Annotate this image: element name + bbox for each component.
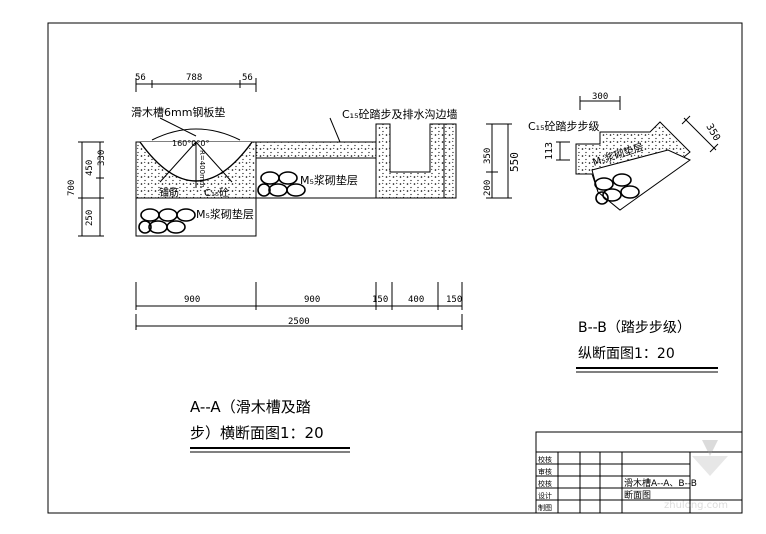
tb-row-label-5: 制图	[538, 503, 552, 512]
label-angles: 160°0°0°	[172, 139, 209, 148]
dim-900-b: 900	[304, 295, 320, 305]
bottom-dimensions: 900 900 150 400 150 2500	[135, 282, 463, 330]
dim-400: 400	[408, 295, 424, 305]
label-mortar-left: M₅浆砌垫层	[196, 207, 254, 221]
drain-channel	[375, 123, 445, 199]
aa-title-line1: A--A（滑木槽及踏	[190, 398, 311, 416]
bb-dim-300: 300	[592, 92, 608, 102]
dim-250: 250	[85, 210, 95, 226]
dim-150-a: 150	[372, 295, 388, 305]
right-dimensions: 200 350 550	[483, 123, 521, 199]
dim-550: 550	[508, 152, 521, 172]
stones-left	[138, 208, 196, 234]
label-plate: 滑木槽6mm钢板垫	[131, 105, 225, 119]
label-mortar-right: M₅浆砌垫层	[300, 173, 358, 187]
bb-dim-113: 113	[544, 142, 555, 160]
label-step-wall: C₁₅砼踏步及排水沟边墙	[342, 107, 458, 121]
tb-row-label-2: 审核	[538, 467, 552, 476]
label-radius: R=400mm	[198, 150, 206, 188]
tb-row-label-1: 校核	[538, 455, 552, 464]
dim-788: 788	[186, 73, 202, 83]
dim-56-left: 56	[135, 73, 146, 83]
dim-350: 350	[483, 148, 493, 164]
dim-450: 450	[85, 160, 95, 176]
mortar-layer-left	[135, 197, 257, 237]
bb-label-step: C₁₅砼踏步步级	[528, 119, 600, 133]
aa-title-line2: 步）横断面图1：20	[190, 424, 324, 442]
steel-plate-arc	[151, 128, 241, 141]
dim-700: 700	[67, 180, 77, 196]
tb-row-label-3: 校核	[538, 479, 552, 488]
section-bb: 300 C₁₅砼踏步步级 M₅浆砌垫层 113 350 B--B（踏步步级） 纵…	[528, 92, 722, 373]
bb-stones	[594, 173, 640, 205]
dim-2500: 2500	[288, 317, 310, 327]
label-c15: C₁₅砼	[204, 186, 229, 199]
watermark-logo: zhulong.com	[664, 440, 728, 511]
label-anchor: 锚筋	[159, 186, 179, 199]
step-top-slab	[255, 141, 377, 159]
dim-200: 200	[483, 180, 493, 196]
dim-330: 330	[97, 150, 107, 166]
top-dimension: 56 788 56	[135, 73, 257, 92]
section-aa: 56 788 56 滑木槽6mm钢板垫 160°0°0° R=400mm 锚筋 …	[67, 73, 521, 453]
tb-row-label-4: 设计	[538, 491, 552, 500]
stones-right	[257, 171, 306, 197]
bb-title-line1: B--B（踏步步级）	[578, 320, 691, 336]
left-dimensions: 700 450 330 250	[67, 141, 107, 237]
dim-900-a: 900	[184, 295, 200, 305]
bb-title-line2: 纵断面图1：20	[578, 346, 675, 362]
title-block: 校核 审核 校核 设计 制图 滑木槽A--A、B--B 断面图 zhulong.…	[535, 431, 743, 514]
tb-drawing-name-2: 断面图	[624, 489, 651, 501]
sheet-border	[47, 22, 743, 514]
dim-56-right: 56	[242, 73, 253, 83]
tb-drawing-name-1: 滑木槽A--A、B--B	[624, 477, 697, 489]
dim-150-b: 150	[446, 295, 462, 305]
watermark-text: zhulong.com	[664, 500, 728, 511]
